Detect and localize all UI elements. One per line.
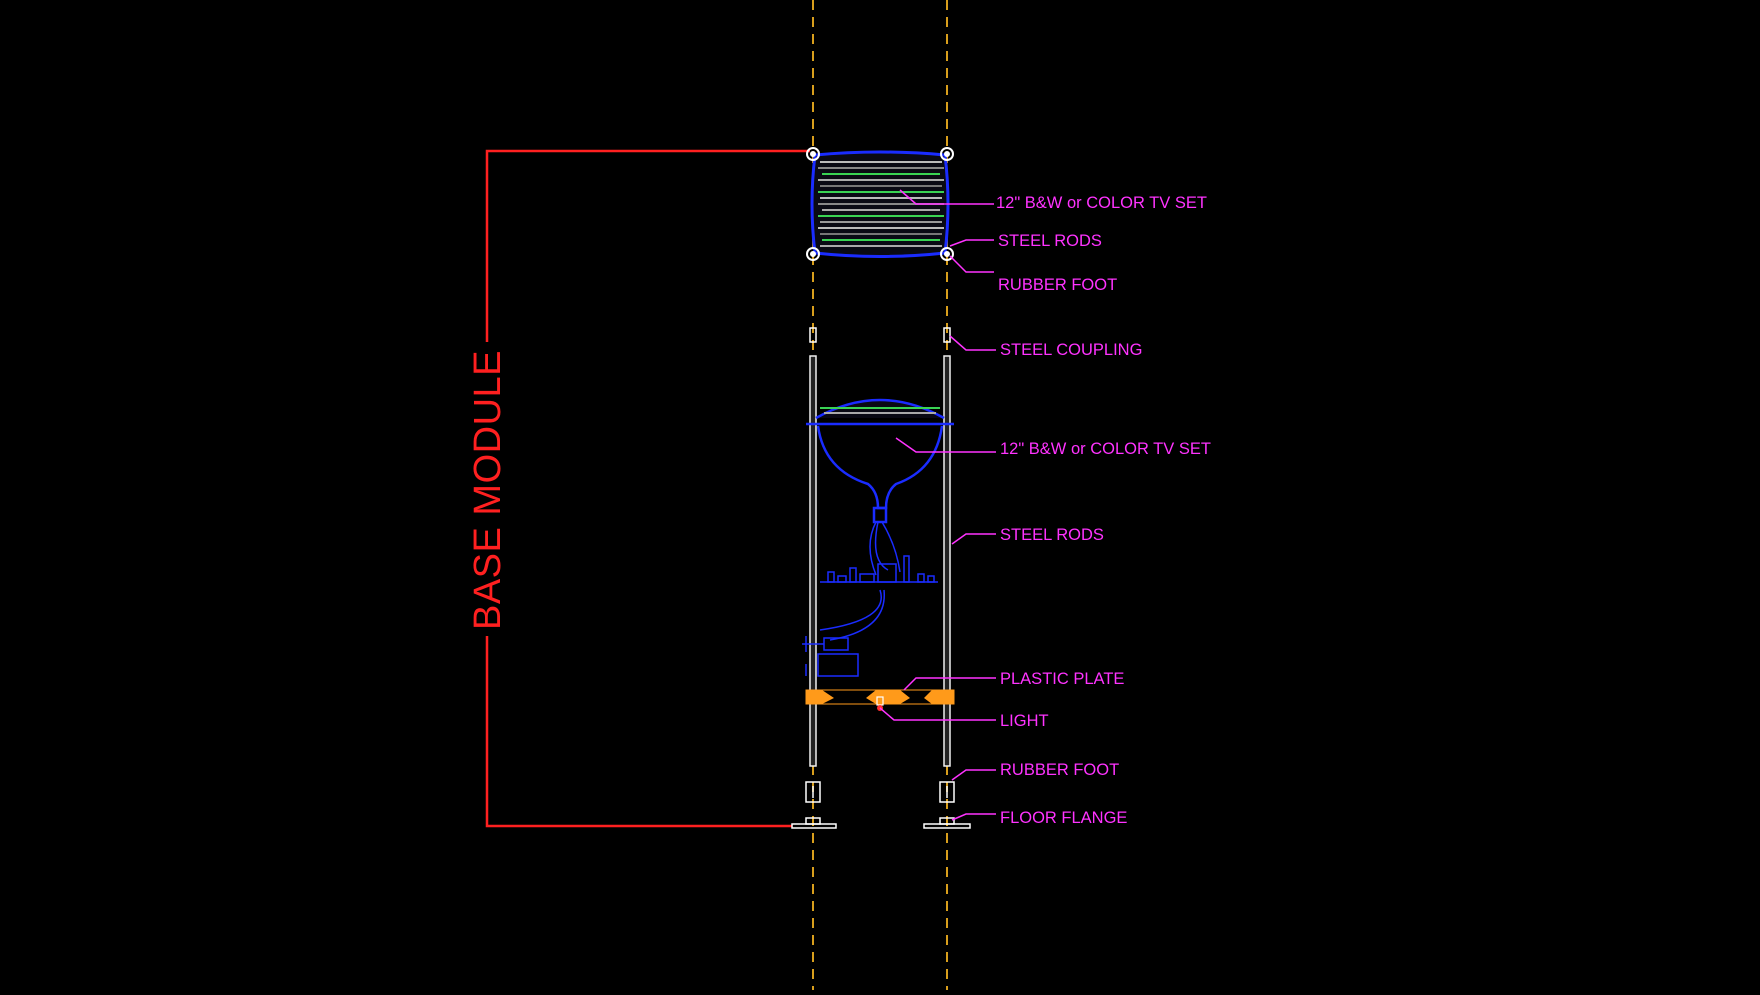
callout-labels: 12" B&W or COLOR TV SET STEEL RODS RUBBE… — [996, 194, 1211, 827]
tv-mid-wires — [819, 521, 901, 641]
rubber-feet-bottom — [805, 781, 955, 803]
base-module-bracket: BASE MODULE — [467, 149, 810, 828]
tv-set-top — [806, 147, 954, 261]
callout-steel-rods-mid: STEEL RODS — [1000, 526, 1104, 544]
steel-rods — [809, 355, 951, 767]
tv-top-screen-lines — [818, 161, 944, 247]
floor-flanges — [791, 817, 971, 829]
rod-right — [943, 355, 951, 767]
callout-plastic-plate: PLASTIC PLATE — [1000, 670, 1124, 688]
steel-couplings — [809, 327, 951, 343]
leader-lines — [879, 189, 996, 821]
callout-rubber-foot-bottom: RUBBER FOOT — [1000, 761, 1119, 779]
callout-steel-rods-top: STEEL RODS — [998, 232, 1102, 250]
tv-set-mid — [802, 398, 954, 677]
side-label: BASE MODULE — [467, 350, 509, 630]
bracket-bottom — [485, 636, 792, 828]
callout-tv-set-top: 12" B&W or COLOR TV SET — [996, 194, 1207, 212]
callout-rubber-foot-top: RUBBER FOOT — [998, 276, 1117, 294]
callout-tv-set-mid: 12" B&W or COLOR TV SET — [1000, 440, 1211, 458]
tv-mid-circuit — [820, 555, 938, 583]
callout-floor-flange: FLOOR FLANGE — [1000, 809, 1127, 827]
bracket-top — [485, 149, 810, 342]
callout-light: LIGHT — [1000, 712, 1049, 730]
rod-left — [809, 355, 817, 767]
callout-steel-coupling: STEEL COUPLING — [1000, 341, 1142, 359]
tv-mid-transformer — [802, 636, 859, 677]
tv-top-corner-feet — [806, 147, 954, 261]
